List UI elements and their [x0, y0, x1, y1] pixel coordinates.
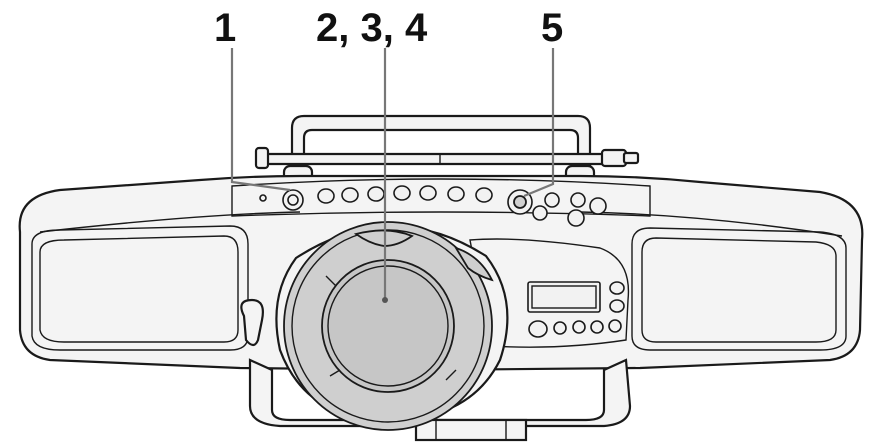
lcd-display — [527, 281, 601, 313]
front-panel — [469, 238, 630, 348]
top-button[interactable] — [544, 192, 560, 208]
top-button-row — [259, 185, 607, 227]
leader-dot-234 — [382, 297, 388, 303]
top-button[interactable] — [447, 186, 465, 202]
front-button[interactable] — [572, 320, 586, 334]
base-foot — [414, 418, 528, 442]
side-button[interactable] — [609, 281, 625, 295]
front-button[interactable] — [528, 320, 548, 338]
callout-label-1: 1 — [214, 6, 237, 50]
right-speaker — [631, 227, 847, 351]
callout-label-2-3-4: 2, 3, 4 — [316, 6, 428, 50]
front-button[interactable] — [608, 319, 622, 333]
top-button[interactable] — [393, 185, 411, 201]
antenna — [254, 146, 640, 170]
top-button[interactable] — [475, 187, 493, 203]
top-button[interactable] — [567, 209, 585, 227]
side-button[interactable] — [609, 299, 625, 313]
top-button[interactable] — [589, 197, 607, 215]
side-knob — [240, 298, 264, 347]
top-button[interactable] — [341, 187, 359, 203]
leader-line-1 — [230, 48, 291, 192]
top-button[interactable] — [570, 192, 586, 208]
top-button[interactable] — [367, 186, 385, 202]
front-button[interactable] — [590, 320, 604, 334]
top-button[interactable] — [317, 188, 335, 204]
leader-line-5 — [523, 48, 555, 198]
indicator-led — [259, 194, 267, 202]
top-button[interactable] — [532, 205, 548, 221]
callout-label-5: 5 — [541, 6, 564, 50]
front-button[interactable] — [553, 321, 567, 335]
base-stand — [248, 358, 632, 442]
cd-lid[interactable] — [275, 221, 509, 431]
top-button[interactable] — [419, 185, 437, 201]
